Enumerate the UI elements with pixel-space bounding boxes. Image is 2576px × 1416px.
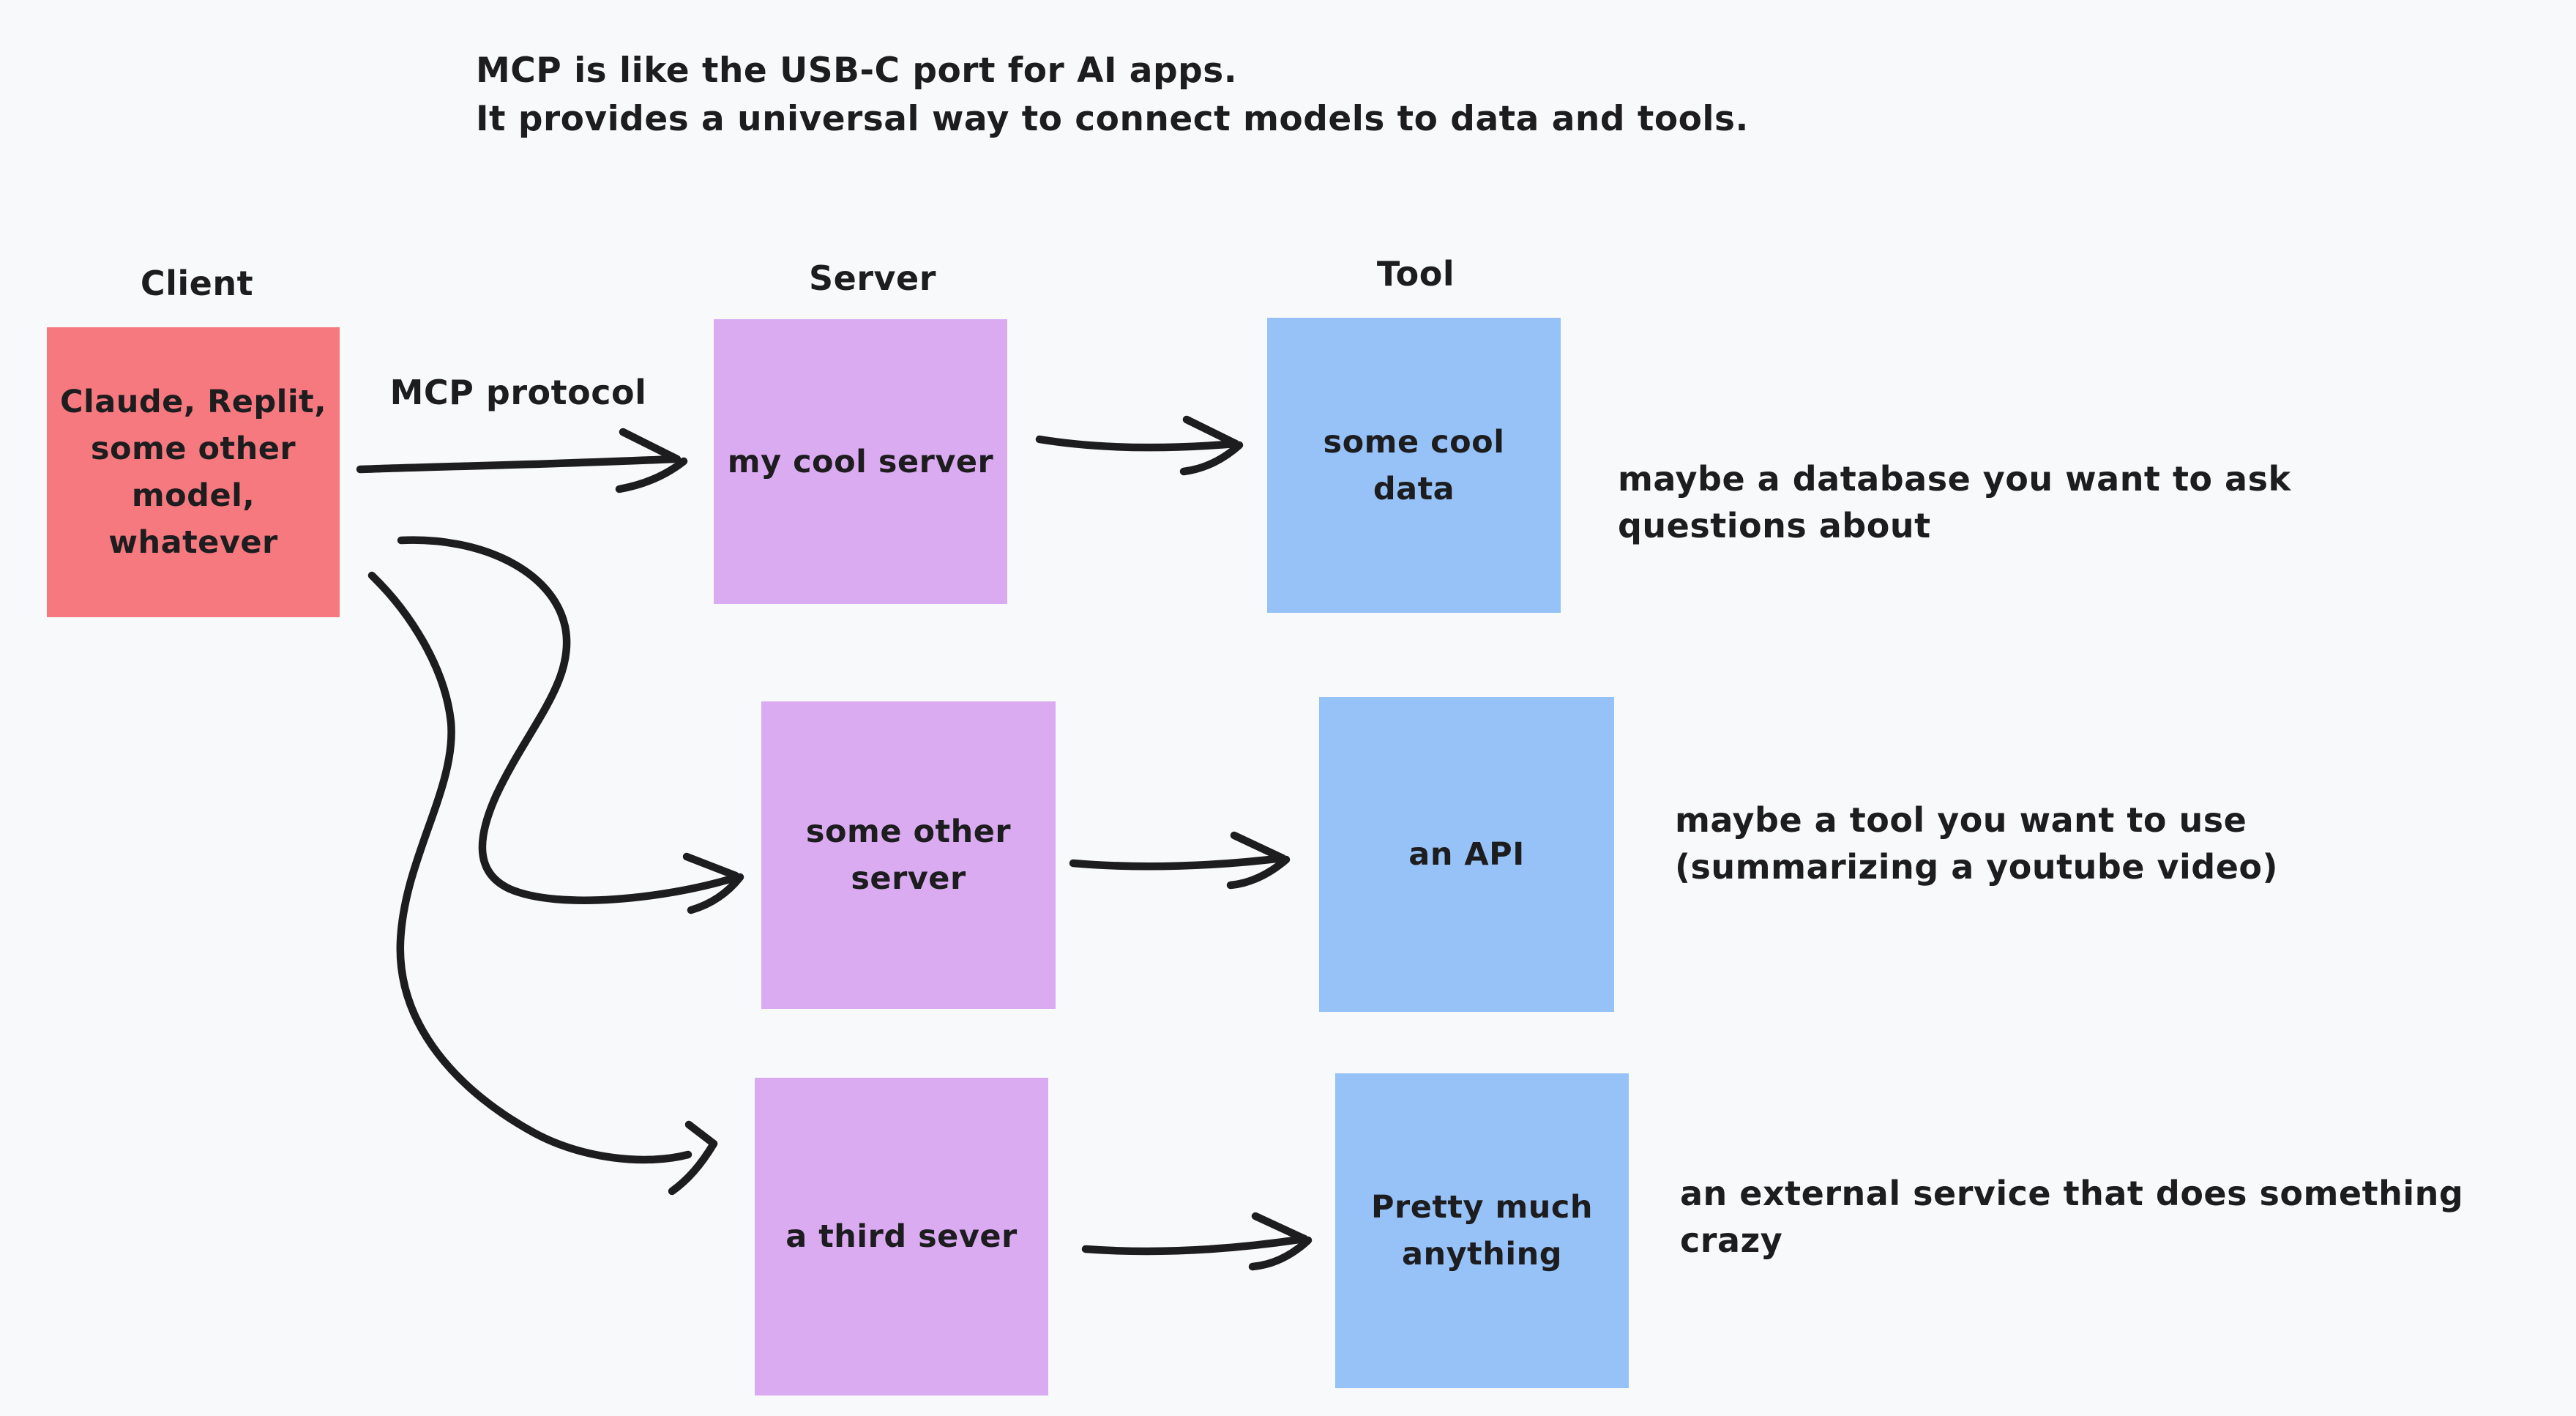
sticky-note-an-api[interactable]: an API <box>1319 697 1614 1022</box>
note-text-line: data <box>1373 470 1455 507</box>
column-label-server[interactable]: Server <box>809 258 936 298</box>
arrow-client-to-server1[interactable] <box>356 428 688 493</box>
note-text-line: some other <box>805 813 1012 850</box>
annotation-line: questions about <box>1618 506 1931 545</box>
note-text-line: a third sever <box>785 1218 1018 1255</box>
annotation-line: (summarizing a youtube video) <box>1675 847 2279 887</box>
note-text-line: whatever <box>108 524 278 561</box>
annotation-external-service[interactable]: an external service that does something … <box>1680 1170 2573 1264</box>
annotation-line: an external service that does something … <box>1680 1174 2464 1260</box>
arrow-client-to-server3[interactable] <box>367 571 718 1196</box>
annotation-line: maybe a tool you want to use <box>1675 800 2247 840</box>
note-text-line: my cool server <box>727 443 994 480</box>
diagram-title: MCP is like the USB-C port for AI apps. … <box>476 47 1749 144</box>
note-text-line: some cool <box>1323 423 1505 461</box>
title-line-1: MCP is like the USB-C port for AI apps. <box>476 51 1238 91</box>
annotation-tool-youtube[interactable]: maybe a tool you want to use (summarizin… <box>1675 797 2444 890</box>
column-label-client[interactable]: Client <box>140 264 254 303</box>
column-label-tool[interactable]: Tool <box>1376 254 1455 294</box>
note-text-line: Pretty much <box>1370 1189 1593 1226</box>
annotation-line: maybe a database you want to ask <box>1618 459 2291 499</box>
note-text-line: server <box>851 860 966 897</box>
note-text-line: anything <box>1402 1236 1562 1272</box>
arrow-server3-to-tool3[interactable] <box>1081 1212 1313 1271</box>
arrow-server1-to-tool1[interactable] <box>1035 415 1244 476</box>
arrow-client-to-server2[interactable] <box>397 536 744 914</box>
note-text-line: model, <box>131 477 255 514</box>
note-text-line: some other <box>90 431 296 467</box>
arrow-server2-to-tool2[interactable] <box>1069 831 1291 890</box>
note-text-line: an API <box>1408 836 1525 873</box>
note-text-line: Claude, Replit, <box>59 384 327 420</box>
title-line-2: It provides a universal way to connect m… <box>476 99 1749 139</box>
annotation-database[interactable]: maybe a database you want to ask questio… <box>1618 455 2386 549</box>
mcp-protocol-label[interactable]: MCP protocol <box>389 373 647 412</box>
